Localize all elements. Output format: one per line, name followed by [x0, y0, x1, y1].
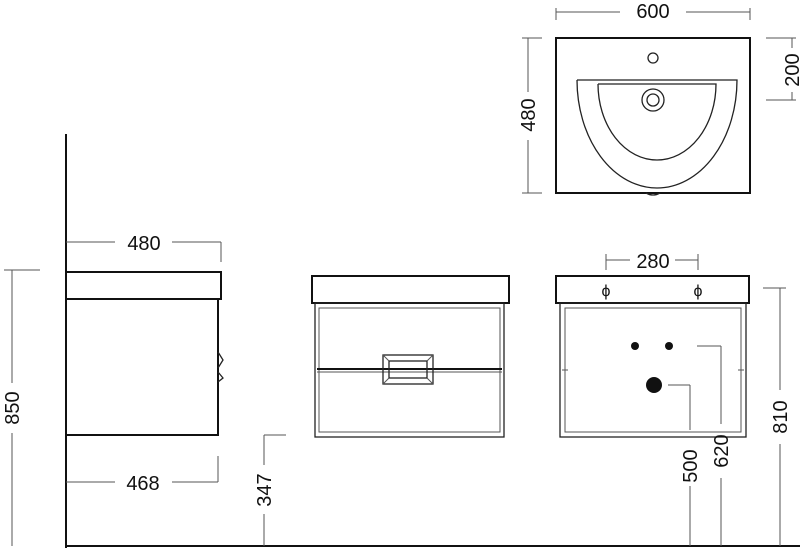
dimension-overall-height: 810: [763, 287, 792, 546]
dimension-label-480-side: 480: [127, 233, 160, 255]
wall-and-floor: [65, 134, 800, 548]
dimension-label-347: 347: [254, 473, 276, 506]
dimension-unit-height: 850: [2, 269, 40, 546]
basin-top-view: [555, 37, 751, 196]
dimension-basin-depth: 480: [518, 37, 542, 194]
dimension-unit-depth-top: 480: [66, 233, 222, 262]
dimension-label-468: 468: [126, 473, 159, 495]
back-view-cabinet: [555, 275, 750, 438]
tap-hole-symbol-right: ϕ: [694, 283, 703, 300]
dimension-label-810: 810: [770, 400, 792, 433]
dimension-floor-gap: 347: [254, 434, 286, 546]
dimension-supply-height: 620: [697, 345, 733, 546]
dimension-label-280: 280: [636, 251, 669, 273]
dimension-label-200: 200: [782, 53, 800, 86]
dimension-label-600: 600: [636, 1, 669, 23]
tap-hole-symbol-left: ϕ: [602, 283, 611, 300]
side-view-cabinet: [65, 271, 224, 436]
dimension-waste-height: 500: [668, 384, 702, 546]
dimension-label-500: 500: [680, 449, 702, 482]
dimension-basin-width: 600: [555, 1, 751, 23]
dimension-unit-depth-bottom: 468: [66, 456, 219, 495]
front-view-cabinet: [311, 275, 510, 438]
dimension-tap-offset: 200: [766, 37, 800, 101]
dimension-tap-spacing: 280: [605, 251, 699, 273]
dimension-label-480-top: 480: [518, 98, 540, 131]
dimension-label-850: 850: [2, 391, 24, 424]
dimension-label-620: 620: [711, 434, 733, 467]
